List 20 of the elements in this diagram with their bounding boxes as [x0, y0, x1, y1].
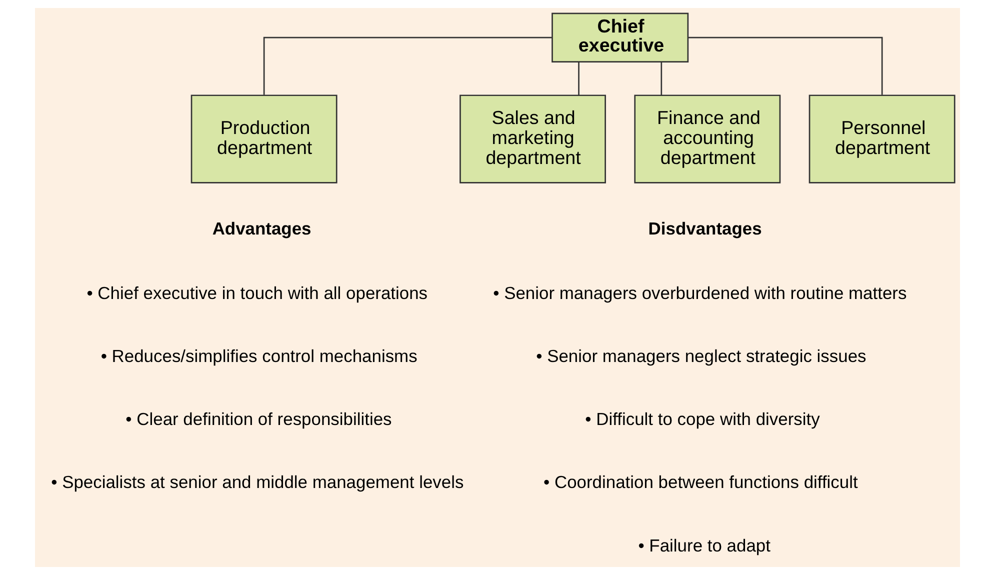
node-box: Sales and marketing department	[460, 94, 606, 184]
connector	[263, 36, 552, 95]
label: • Chief executive in touch with all operations	[86, 282, 428, 303]
node-box: Finance and accounting department	[634, 94, 781, 184]
label: • Senior managers overburdened with routine matters	[493, 282, 907, 303]
label: • Failure to adapt	[638, 535, 770, 556]
label: • Difficult to cope with diversity	[585, 409, 820, 430]
node-box: Personnel department	[808, 94, 956, 184]
label: • Specialists at senior and middle management levels	[51, 472, 464, 492]
label: • Coordination between functions difficult	[544, 472, 858, 492]
connector	[660, 62, 662, 96]
node-box: Production department	[190, 94, 338, 184]
label: • Senior managers neglect strategic issues	[536, 346, 866, 366]
label: Disdvantages	[648, 218, 762, 238]
label: Advantages	[212, 218, 312, 238]
connector	[688, 36, 883, 95]
label: • Reduces/simplifies control mechanisms	[100, 346, 418, 366]
label: • Clear definition of responsibilities	[126, 409, 392, 430]
connector	[578, 62, 580, 96]
node-box: Chief executive	[552, 12, 689, 62]
